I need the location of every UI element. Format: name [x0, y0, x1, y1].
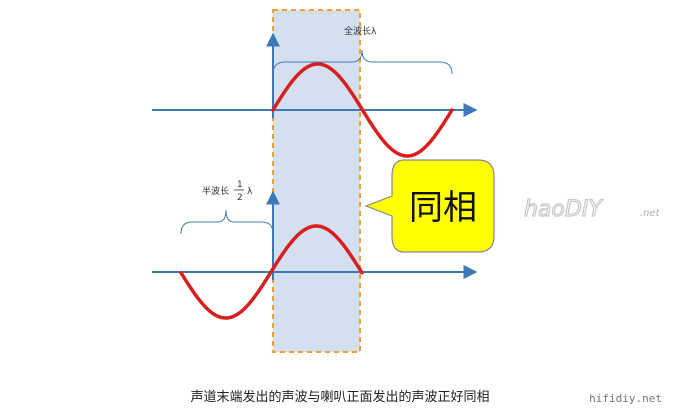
half-fraction-denominator: 2	[237, 193, 243, 203]
watermark-logo: haoDIY .net	[523, 196, 661, 222]
half-wavelength-wave	[179, 224, 364, 320]
half-wavelength-label: 半波长 1 2 λ	[202, 180, 253, 203]
half-lambda: λ	[247, 187, 253, 197]
in-phase-label: 同相	[409, 188, 477, 228]
in-phase-callout	[364, 159, 495, 253]
half-fraction-numerator: 1	[237, 180, 243, 190]
highlight-region	[272, 9, 361, 353]
full-wavelength-wave	[271, 62, 454, 158]
watermark-logo-suffix: .net	[640, 208, 661, 219]
watermark-logo-text: haoDIY	[524, 197, 603, 222]
full-wavelength-brace	[272, 49, 453, 75]
full-wavelength-label: 全波长λ	[344, 25, 377, 37]
half-wavelength-prefix: 半波长	[202, 185, 229, 197]
caption: 声道末端发出的声波与喇叭正面发出的声波正好同相	[190, 390, 490, 405]
half-wavelength-brace	[180, 209, 274, 235]
watermark-site: hifidiy.net	[589, 392, 662, 405]
